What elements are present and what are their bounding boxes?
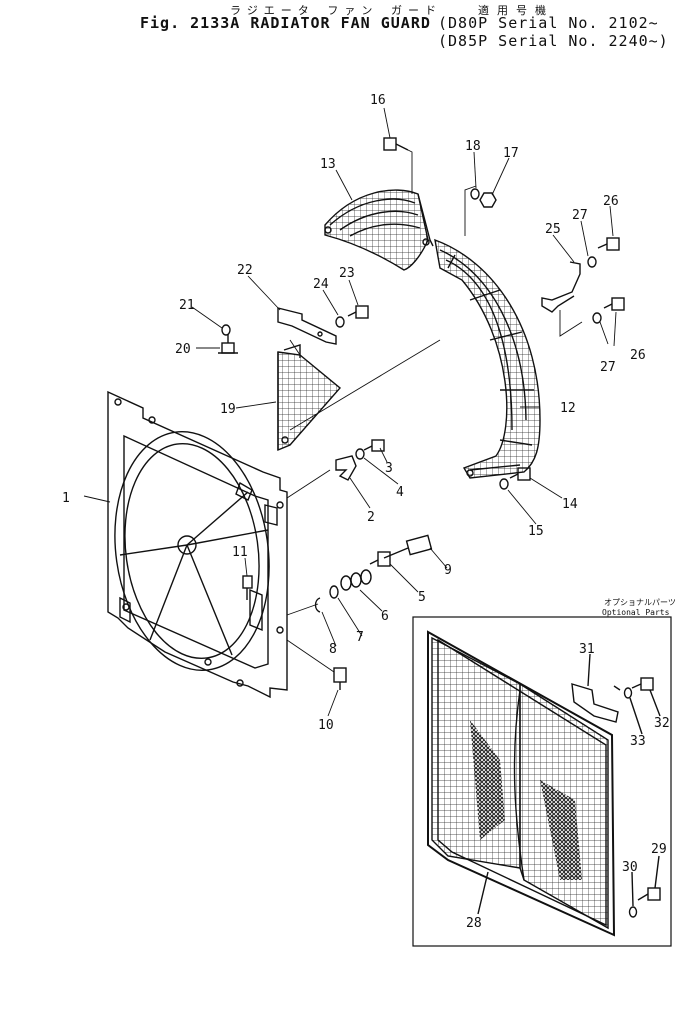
callout: 15 [528,524,544,539]
callout: 31 [579,642,595,657]
callout: 21 [179,298,195,313]
applicability-japanese: 適用号機 [478,4,554,17]
callout: 8 [329,642,337,657]
callout: 23 [339,266,355,281]
bolt-9 [383,534,433,559]
optional-parts-label: オプショナルパーツ Optional Parts [602,598,676,617]
radiator-shroud [107,390,288,699]
callout: 10 [318,718,334,733]
washer-27-upper [587,256,597,268]
bolt-26-upper [597,237,620,251]
upper-fan-guard [324,189,434,271]
callout: 18 [465,139,481,154]
callout: 9 [444,563,452,578]
bolt-14 [509,467,531,481]
bolt-11 [242,575,253,600]
optional-label-japanese: オプショナルパーツ [604,598,676,607]
callout: 13 [320,157,336,172]
bolt-20 [218,334,238,354]
callout: 14 [562,497,578,512]
callout: 5 [418,590,426,605]
bolt-26-lower [603,297,625,311]
callout: 1 [62,491,70,506]
bracket-25 [541,261,581,313]
callout: 16 [370,93,386,108]
washer-24 [335,316,345,328]
callout: 7 [356,630,364,645]
assembly-lines [286,149,583,673]
main-fan-guard [434,238,541,479]
bolt-3 [363,439,385,452]
nut-17 [479,192,497,208]
callout: 33 [630,734,646,749]
callout: 12 [560,401,576,416]
callout: 3 [385,461,393,476]
bolt-23 [347,305,369,319]
callout: 29 [651,842,667,857]
callout: 11 [232,545,248,560]
callout: 26 [630,348,646,363]
callout: 22 [237,263,253,278]
callout: 6 [381,609,389,624]
bolt-10 [333,667,347,690]
washer-15 [499,478,509,490]
callout: 2 [367,510,375,525]
callout: 30 [622,860,638,875]
washer-7 [329,585,339,599]
callout: 19 [220,402,236,417]
bolt-5 [369,551,391,567]
washer-21 [221,324,231,336]
figure-title: Fig. 2133A RADIATOR FAN GUARD [140,14,431,32]
bolt-16 [383,137,409,151]
washer-27-lower [592,312,602,324]
optional-label: Optional Parts [602,608,670,617]
washer-18 [470,188,480,200]
callout: 20 [175,342,191,357]
title-japanese: ラジエータ ファン ガード [230,4,443,17]
callout-labels: 1 2 3 4 5 6 7 8 9 10 11 12 13 14 15 16 1… [62,93,670,931]
callout: 25 [545,222,561,237]
callout: 28 [466,916,482,931]
serial-range-d80p: (D80P Serial No. 2102~ [438,14,659,32]
callout: 17 [503,146,519,161]
callout: 32 [654,716,670,731]
callout: 26 [603,194,619,209]
callout: 4 [396,485,404,500]
bracket-22 [277,307,337,345]
serial-range-d85p: (D85P Serial No. 2240~) [438,32,669,50]
callout: 24 [313,277,329,292]
callout: 27 [600,360,616,375]
callout: 27 [572,208,588,223]
clip-2 [335,455,357,481]
side-guard [277,344,342,452]
optional-parts-box [412,616,672,947]
washer-set-6 [340,569,372,591]
leader-lines [83,107,617,717]
washer-4 [355,448,365,460]
